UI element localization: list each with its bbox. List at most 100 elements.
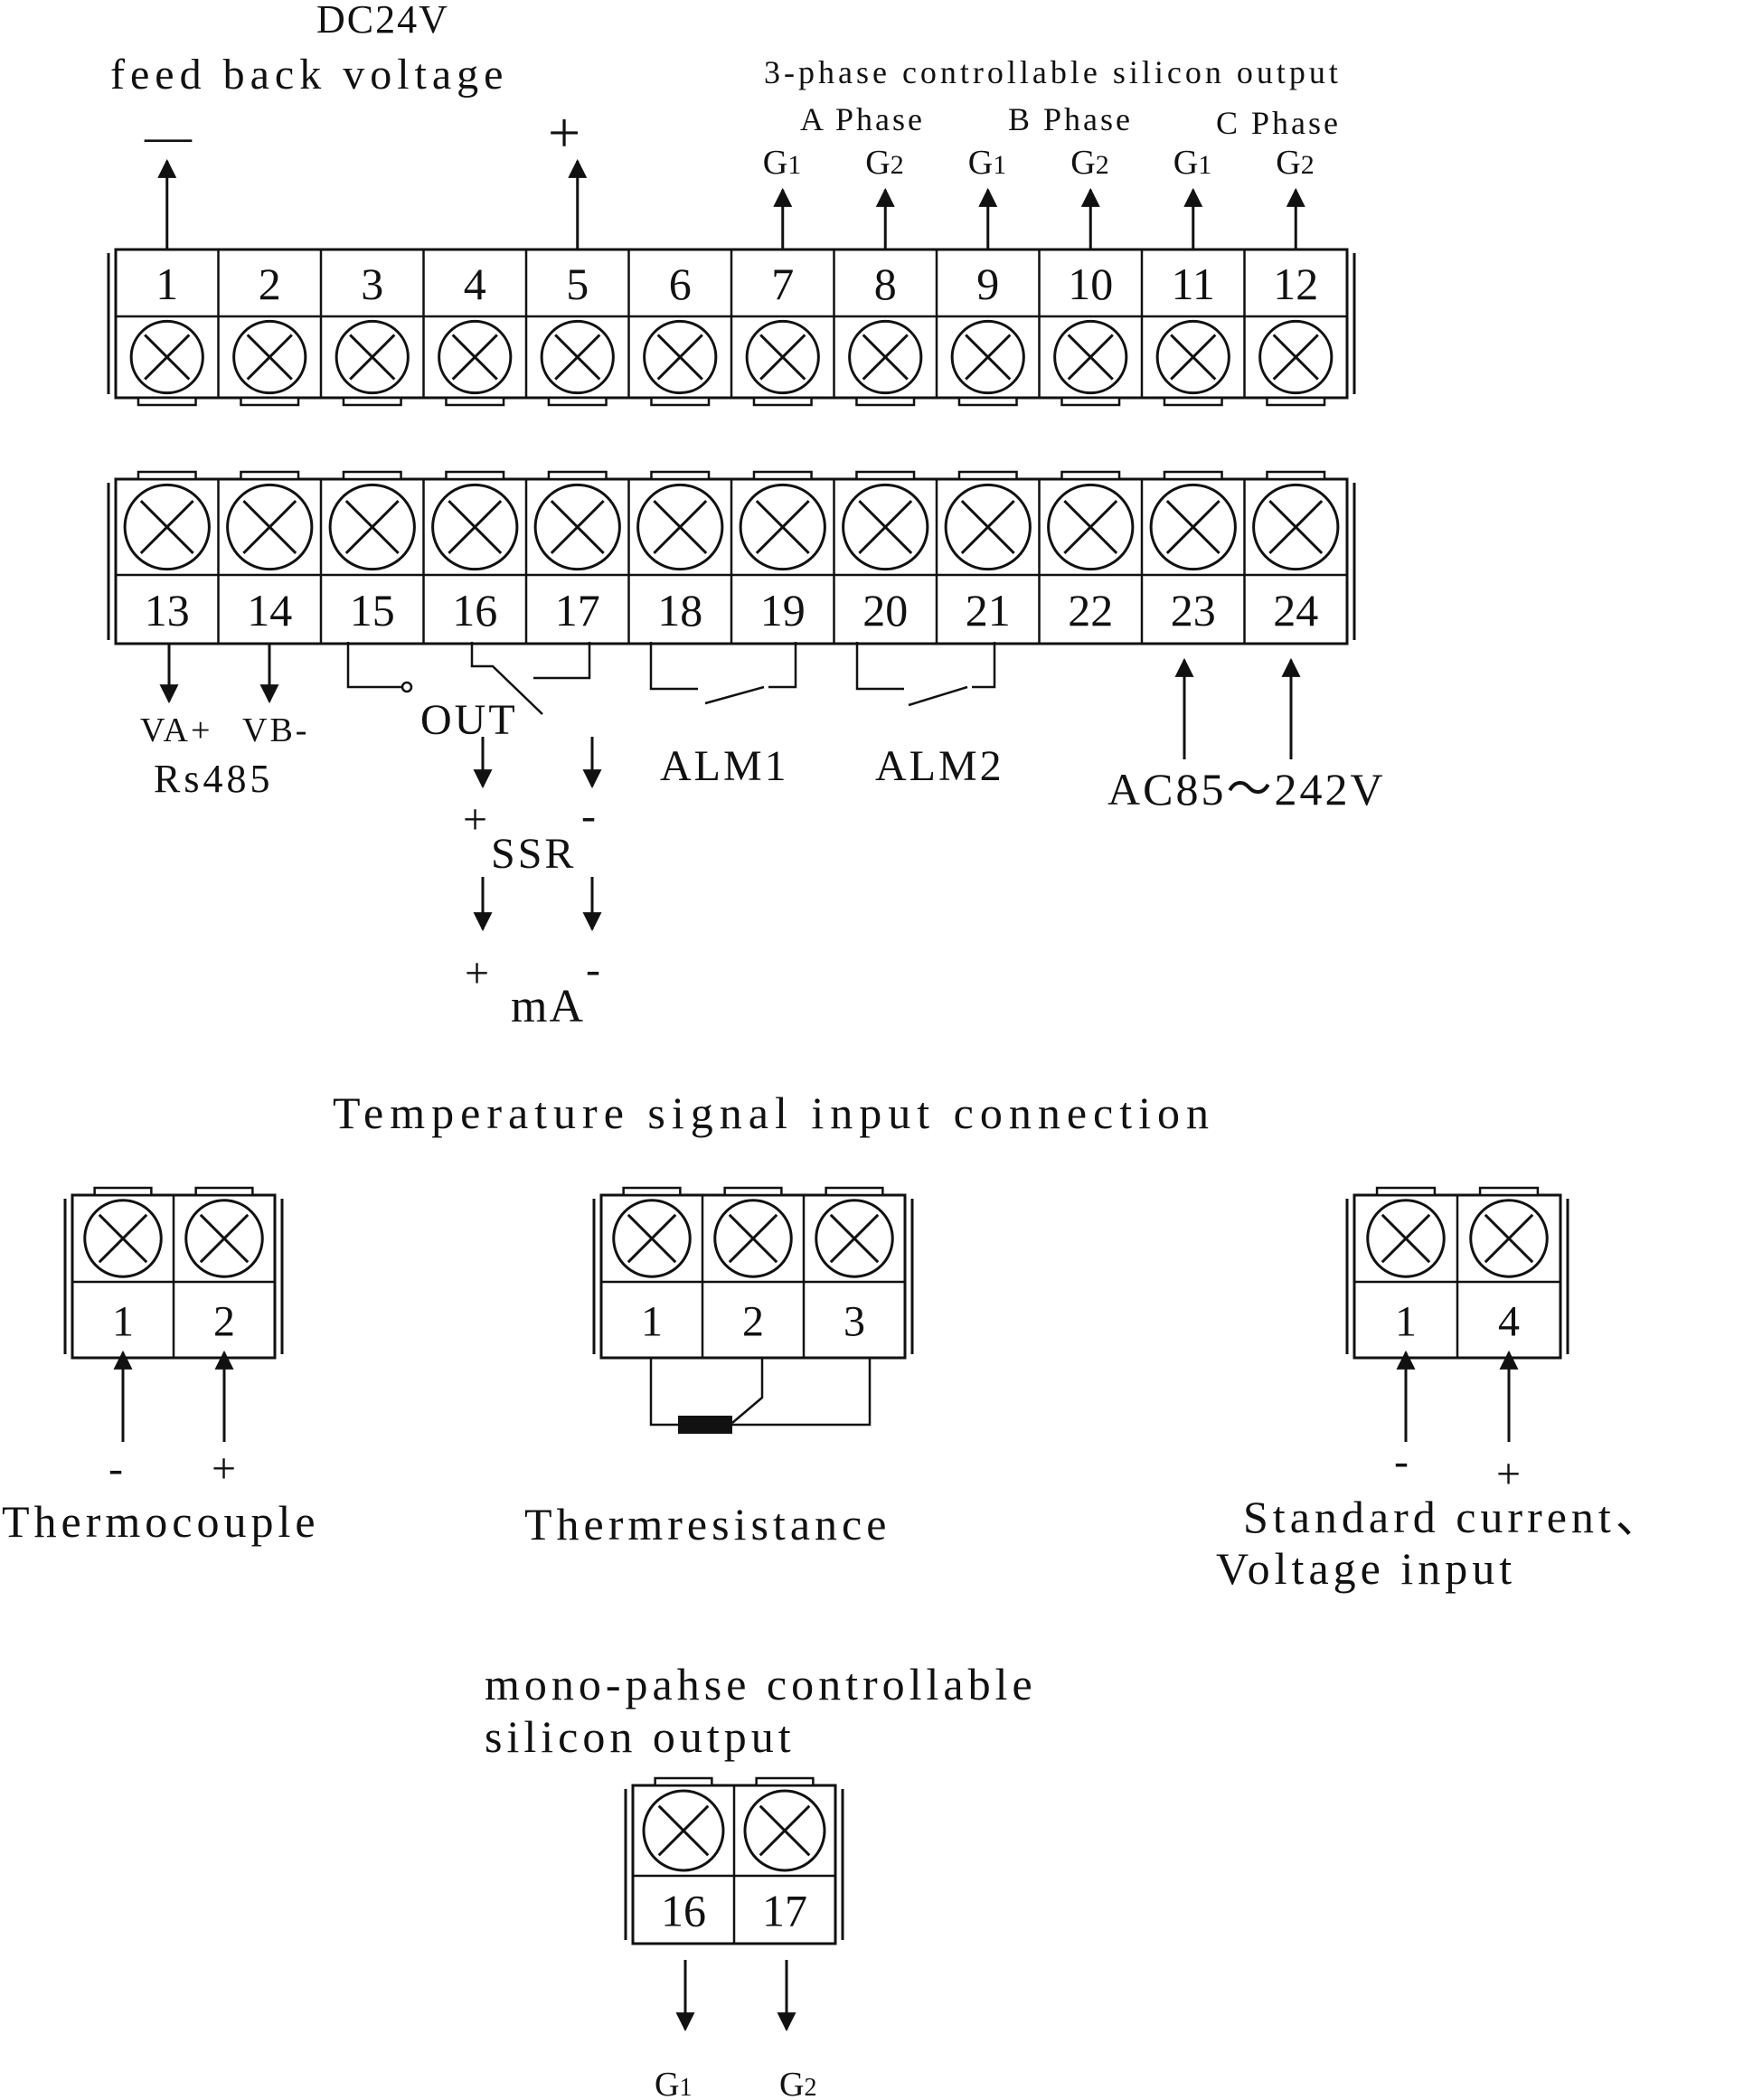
bottom-block-terminal-number: 16 [452, 585, 497, 636]
top-block-screw-icon [335, 319, 410, 395]
top-block-terminal-number: 3 [361, 259, 383, 309]
gate-g1-label: G1 [968, 144, 1006, 182]
alm1-label: ALM1 [660, 742, 789, 790]
thermocouple-label: Thermocouple [2, 1496, 320, 1547]
gate-g2-label: G2 [865, 144, 903, 182]
dc24v-label: DC24V [316, 0, 449, 42]
mono-phase-screw-icon [642, 1789, 725, 1872]
top-block-terminal-number: 9 [976, 259, 999, 309]
top-block-terminal-number: 7 [771, 259, 794, 309]
top-block-terminal-number: 4 [464, 259, 486, 309]
bottom-block-terminal-number: 17 [555, 585, 600, 636]
gate-g2-label: G2 [1070, 144, 1108, 182]
bottom-block-terminal-number: 18 [657, 585, 702, 636]
top-block-terminal-number: 10 [1068, 259, 1113, 309]
thermocouple-screw-icon [184, 1199, 264, 1278]
power-label: AC85～242V [1107, 764, 1386, 815]
gate-g1-label: G1 [1173, 144, 1211, 182]
phase-a-label: A Phase [800, 101, 925, 137]
mono-phase-title-line2: silicon output [485, 1711, 796, 1762]
top-block-screw-icon [1155, 319, 1230, 395]
rtd-wire-middle [731, 1358, 764, 1424]
top-block-terminal-number: 2 [259, 259, 281, 309]
thermresistance-screw-icon [815, 1199, 894, 1278]
top-block-terminal-number: 11 [1172, 259, 1215, 309]
standard-minus-sign: - [1394, 1437, 1409, 1485]
bottom-block-screw-icon [1047, 483, 1135, 571]
ssr-plus-sign: + [463, 796, 487, 843]
rtd-resistor [678, 1416, 732, 1434]
thermresistance-label: Thermresistance [524, 1499, 891, 1549]
thermresistance-terminal-number: 1 [641, 1297, 663, 1345]
three-phase-title: 3-phase controllable silicon output [764, 54, 1342, 90]
top-block-terminal-number: 6 [669, 259, 692, 309]
bottom-block-screw-icon [123, 483, 211, 571]
thermocouple-minus-sign: - [108, 1445, 123, 1493]
alm2-wire-right [972, 642, 996, 689]
bottom-block-screw-icon [431, 483, 519, 571]
rtd-wire-left [649, 1358, 678, 1427]
top-block-screw-icon [745, 319, 820, 395]
feedback-minus-sign: — [144, 111, 193, 163]
thermresistance-terminal-number: 2 [742, 1297, 764, 1345]
bottom-block-terminal-number: 13 [145, 585, 190, 636]
va-label: VA+ [140, 711, 212, 749]
rs485-label: Rs485 [154, 757, 273, 801]
out-relay-wire [346, 642, 402, 689]
thermresistance-screw-icon [713, 1199, 793, 1278]
mono-g1-label: G1 [655, 2066, 692, 2100]
bottom-block-screw-icon [944, 483, 1032, 571]
alm2-switch [908, 685, 968, 707]
mono-g2-label: G2 [779, 2066, 816, 2100]
bottom-block-terminal-number: 24 [1273, 585, 1318, 636]
mono-phase-terminal-number: 16 [661, 1886, 706, 1936]
alm1-wire-left [649, 642, 698, 691]
standard-input-terminal-number: 4 [1498, 1297, 1520, 1345]
thermocouple-plus-sign: + [212, 1445, 236, 1493]
ma-label: mA [511, 981, 585, 1032]
thermresistance-terminal-block: 1 2 3 [592, 1186, 914, 1360]
out-relay-contact [401, 681, 413, 693]
ma-plus-sign: + [465, 949, 489, 997]
thermresistance-screw-icon [612, 1199, 692, 1278]
top-block-screw-icon [1053, 319, 1128, 395]
thermresistance-terminal-number: 3 [844, 1297, 865, 1345]
vb-label: VB- [242, 711, 309, 749]
top-block-terminal-number: 8 [874, 259, 897, 309]
bottom-block-terminal-number: 20 [862, 585, 908, 636]
thermocouple-terminal-number: 1 [112, 1297, 134, 1345]
standard-input-label-line2: Voltage input [1216, 1543, 1516, 1594]
bottom-block-terminal-number: 19 [760, 585, 806, 636]
bottom-block-terminal-number: 23 [1171, 585, 1216, 636]
top-block-screw-icon [643, 319, 718, 395]
standard-input-screw-icon [1366, 1199, 1446, 1278]
ma-minus-sign: - [586, 946, 600, 993]
top-block-screw-icon [129, 319, 204, 395]
ssr-minus-sign: - [581, 792, 596, 840]
top-block-screw-icon [848, 319, 923, 395]
phase-c-label: C Phase [1216, 105, 1341, 141]
top-block-screw-icon [438, 319, 513, 395]
standard-input-terminal-number: 1 [1395, 1297, 1417, 1345]
bottom-block-terminal-number: 14 [247, 585, 292, 636]
standard-input-label-line1: Standard current、 [1243, 1492, 1665, 1542]
top-block-terminal-number: 1 [156, 259, 178, 309]
top-block-screw-icon [1258, 319, 1334, 395]
bottom-block-screw-icon [328, 483, 416, 571]
top-block-terminal-number: 12 [1273, 259, 1318, 309]
bottom-block-screw-icon [533, 483, 621, 571]
bottom-block-screw-icon [842, 483, 929, 571]
alm1-wire-right [768, 642, 797, 689]
out-label: OUT [420, 696, 518, 744]
alm1-switch [704, 685, 765, 705]
mono-phase-terminal-number: 17 [762, 1886, 807, 1936]
standard-plus-sign: + [1496, 1450, 1521, 1498]
mono-phase-screw-icon [743, 1789, 826, 1872]
phase-b-label: B Phase [1008, 101, 1133, 137]
out-relay-common [470, 642, 543, 715]
